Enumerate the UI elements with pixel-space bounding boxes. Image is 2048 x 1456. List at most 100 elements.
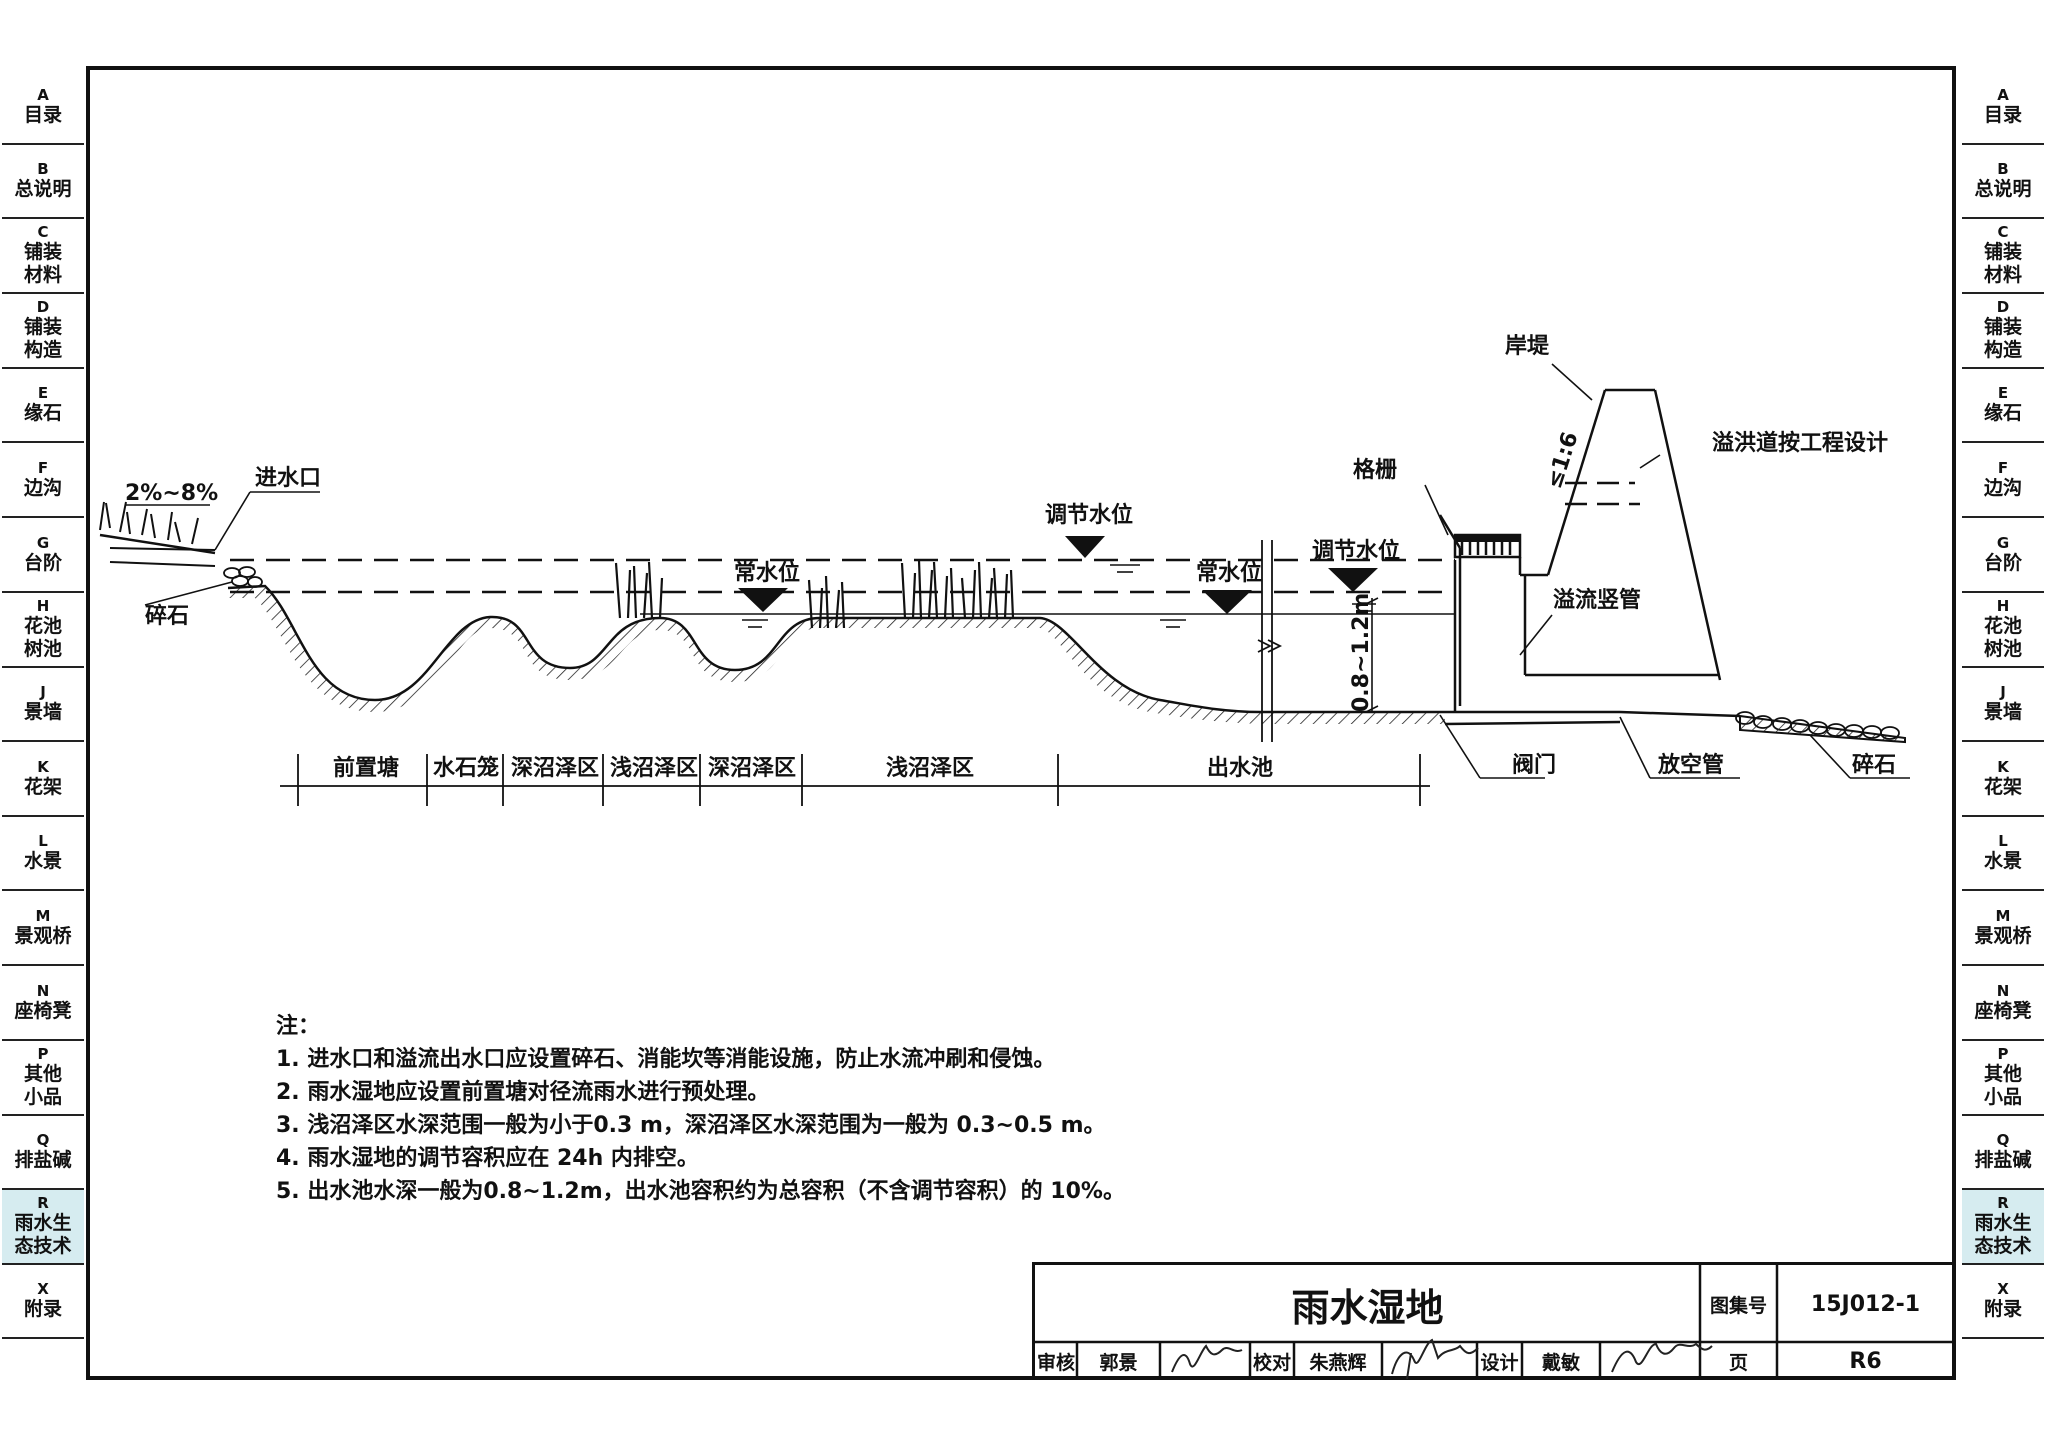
chapter-tab-code: L: [1998, 832, 2008, 850]
chapter-tab-label: 台阶: [23, 551, 62, 574]
zone-label: 前置塘: [333, 755, 399, 781]
chapter-tab-code: M: [1995, 906, 2011, 925]
chapter-tab-code: R: [37, 1194, 49, 1212]
chapter-tab-label: 花架: [1983, 775, 2022, 798]
inlet-vegetation: [99, 501, 199, 545]
chapter-tab-label: 水景: [1983, 850, 2022, 872]
inlet-label: 进水口: [255, 466, 321, 491]
inlet-pipe-top: [109, 547, 216, 551]
inlet-pipe-bottom: [109, 561, 216, 567]
page-label: 页: [1728, 1352, 1748, 1374]
chapter-tab-label: 座椅凳: [14, 999, 72, 1022]
depth-label: 0.8~1.2m: [1349, 593, 1374, 712]
chapter-tab-code: D: [1996, 298, 2010, 316]
normal-level-label-2: 常水位: [1196, 560, 1262, 586]
reeds: [614, 559, 1015, 629]
chapter-tab-label: 台阶: [1983, 551, 2022, 574]
inlet-leader: [214, 491, 251, 551]
chapter-tab-code: C: [37, 223, 49, 241]
chapter-tab-label: 铺装 材料: [1983, 241, 2022, 286]
embankment-label: 岸堤: [1505, 334, 1550, 359]
zone-label: 浅沼泽区: [886, 756, 974, 781]
zone-label: 深沼泽区: [511, 756, 599, 781]
chapter-tab-label: 花架: [23, 775, 62, 798]
level-marker-normal-1: [738, 588, 788, 628]
chapter-tab-code: L: [38, 832, 48, 850]
chapter-tab-label: 其他 小品: [23, 1063, 62, 1108]
chapter-tab-code: M: [35, 906, 51, 925]
level-marker-normal-2: [1160, 590, 1252, 628]
drawing-frame: [86, 66, 1956, 1380]
drain-pipe-label: 放空管: [1657, 752, 1724, 778]
chapter-tab-label: 景墙: [23, 701, 62, 723]
chapter-tab-code: X: [37, 1280, 49, 1298]
note-item: 4. 雨水湿地的调节容积应在 24h 内排空。: [276, 1146, 699, 1171]
chapter-tab-code: F: [37, 458, 49, 477]
chapter-tab-code: K: [1997, 757, 2009, 776]
chapter-tab-code: B: [1997, 160, 2009, 178]
designer-signature: [1611, 1342, 1713, 1373]
note-item: 1. 进水口和溢流出水口应设置碎石、消能坎等消能设施，防止水流冲刷和侵蚀。: [276, 1047, 1056, 1072]
chapter-tab-code: N: [1996, 981, 2010, 1000]
chapter-tab-label: 排盐碱: [14, 1149, 72, 1171]
grille-top: [1455, 534, 1520, 542]
chapter-tab-code: E: [37, 384, 49, 402]
valve-label: 阀门: [1512, 752, 1556, 778]
reviewer-name: 郭景: [1099, 1352, 1138, 1374]
chapter-tab-label: 花池 树池: [1983, 615, 2022, 660]
chapter-tab-code: D: [36, 298, 50, 316]
chapter-tab-label: 花池 树池: [23, 615, 62, 660]
chapter-tab-label: 雨水生 态技术: [14, 1212, 72, 1257]
chapter-tab-label: 总说明: [1974, 178, 2032, 200]
depth-dimension: [1365, 597, 1379, 713]
chapter-tab-code: B: [37, 160, 49, 178]
chapter-tab-label: 缘石: [23, 402, 62, 424]
note-item: 3. 浅沼泽区水深范围一般为小于0.3 m，深沼泽区水深范围为一般为 0.3~0…: [276, 1113, 1106, 1138]
valve-leader: [1439, 714, 1481, 779]
chapter-tab-label: 边沟: [23, 476, 62, 499]
chapter-tab-code: G: [36, 533, 50, 552]
reviewer-signature: [1171, 1344, 1243, 1373]
grille-leader: [1424, 484, 1449, 536]
adjust-level-label-2: 调节水位: [1312, 538, 1400, 564]
chapter-tab-code: C: [1997, 223, 2009, 241]
chapter-tab-label: 景观桥: [14, 924, 72, 947]
overflow-leader: [1519, 614, 1553, 656]
checker-name: 朱燕辉: [1309, 1352, 1367, 1374]
chapter-tab-label: 雨水生 态技术: [1974, 1212, 2032, 1257]
